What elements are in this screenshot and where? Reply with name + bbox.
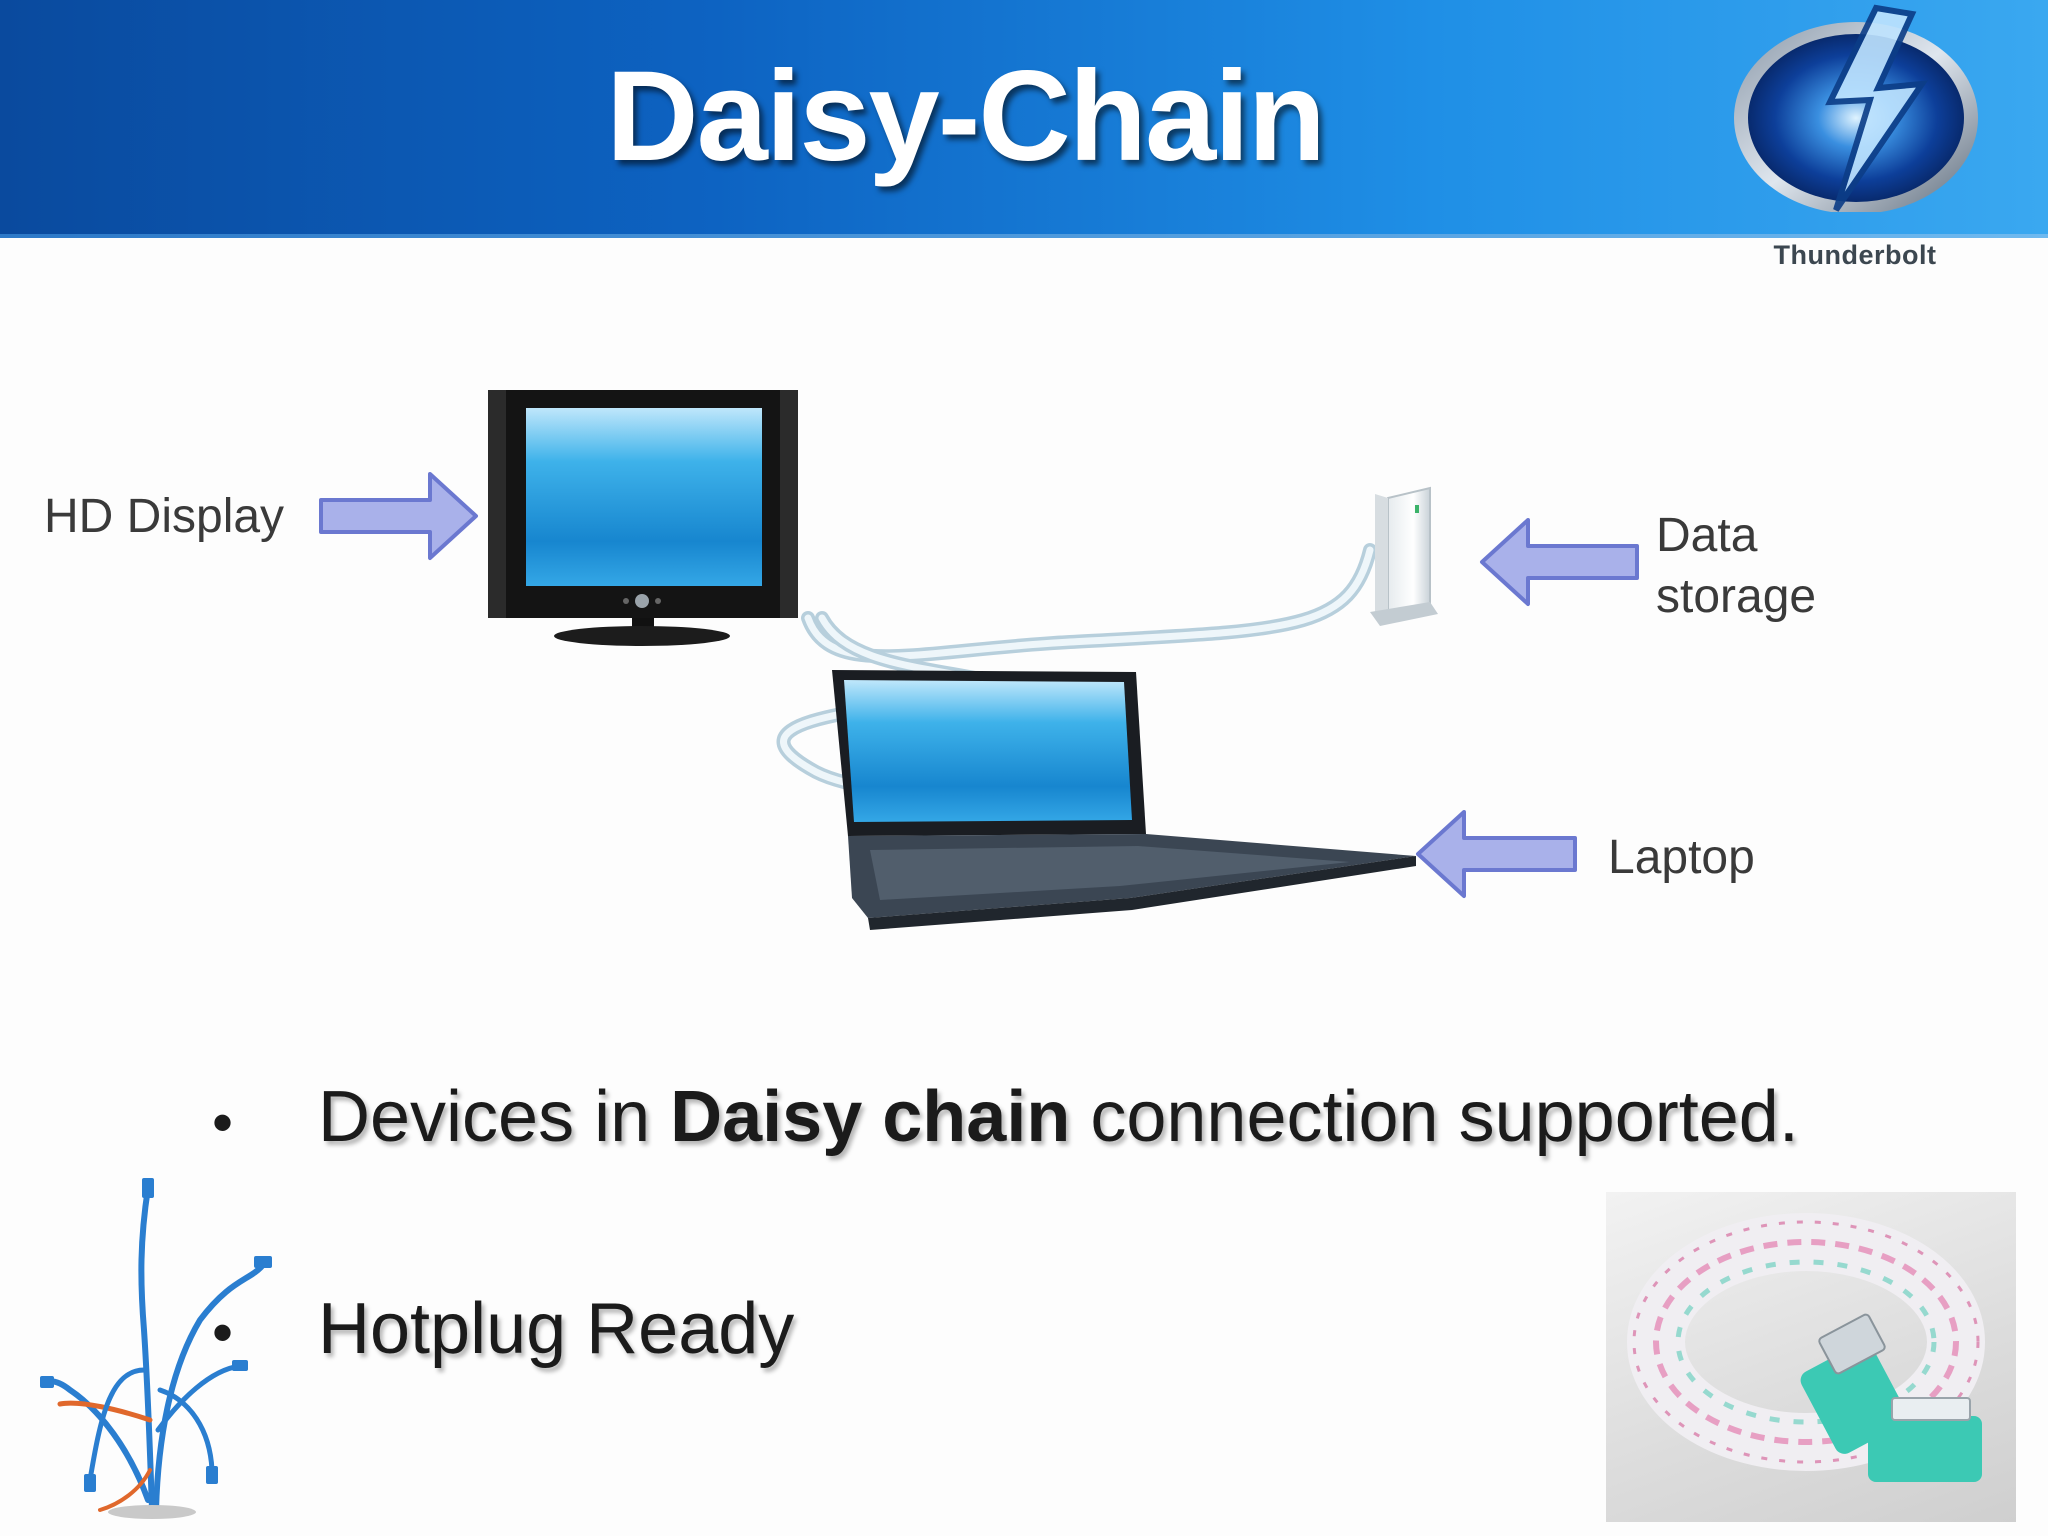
banner-divider (0, 234, 2048, 238)
bullet-hotplug: Hotplug Ready (318, 1284, 794, 1374)
data-storage-label-line1: Data (1656, 509, 1758, 562)
laptop-label: Laptop (1608, 831, 1755, 884)
usb-bracelet-photo (1606, 1192, 2016, 1522)
arrow-right-icon (319, 472, 478, 560)
usb-bracelet-icon (1627, 1213, 1985, 1482)
bullet-marker: • (212, 1299, 234, 1366)
monitor-icon (488, 390, 798, 646)
arrow-left-icon (1480, 518, 1639, 606)
thunderbolt-logo-icon (1734, 4, 1978, 212)
daisy-chain-diagram (488, 390, 1438, 930)
laptop-icon (832, 670, 1416, 930)
bullet-emphasis: Daisy chain (670, 1077, 1071, 1157)
usb-cables-icon (40, 1178, 272, 1519)
bullet-text: connection supported. (1070, 1077, 1799, 1157)
title-banner (0, 0, 2048, 236)
bullet-text: Devices in (318, 1077, 671, 1157)
bullet-text: Hotplug Ready (318, 1289, 795, 1369)
bullet-daisy-chain: Devices in Daisy chain connection suppor… (318, 1072, 1799, 1162)
hd-display-label: HD Display (44, 490, 285, 543)
data-storage-label-line2: storage (1656, 570, 1817, 623)
bullet-marker: • (212, 1089, 234, 1156)
slide-title: Daisy-Chain (606, 45, 1326, 188)
arrow-left-icon (1416, 810, 1577, 898)
logo-caption: Thunderbolt (1773, 240, 1937, 270)
external-drive-icon (1370, 486, 1438, 626)
